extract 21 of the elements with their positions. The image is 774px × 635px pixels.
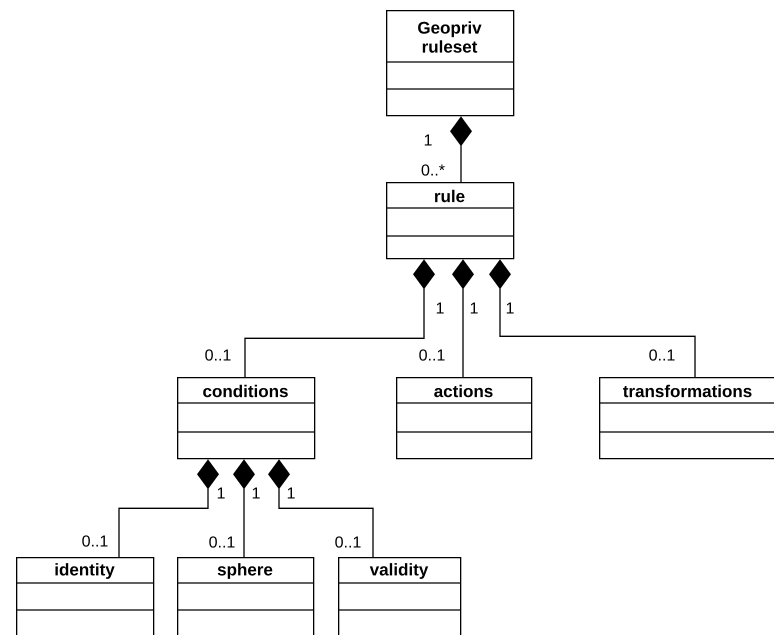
multiplicity-label: 1 xyxy=(252,488,260,498)
multiplicity-label: 0..1 xyxy=(335,536,361,548)
multiplicity-label: 1 xyxy=(506,302,514,314)
class-box: transformations xyxy=(599,377,774,460)
multiplicity-label: 0..1 xyxy=(82,535,108,547)
class-box: actions xyxy=(396,377,532,460)
multiplicity-label: 1 xyxy=(218,488,225,498)
multiplicity-label: 1 xyxy=(436,302,444,314)
class-box: validity xyxy=(338,557,462,635)
class-box: conditions xyxy=(177,377,316,460)
multiplicity-label: 1 xyxy=(288,488,295,498)
multiplicity-label: 0..1 xyxy=(209,536,235,548)
multiplicity-label: 1 xyxy=(470,302,478,314)
multiplicity-label: 0..1 xyxy=(205,349,231,361)
class-box: rule xyxy=(386,182,514,260)
multiplicity-label: 1 xyxy=(424,134,432,146)
class-box: identity xyxy=(16,557,154,635)
class-box: Geopriv ruleset xyxy=(386,10,514,116)
class-box: sphere xyxy=(177,557,314,635)
multiplicity-label: 0..1 xyxy=(649,349,675,361)
multiplicity-label: 0..1 xyxy=(419,349,445,361)
